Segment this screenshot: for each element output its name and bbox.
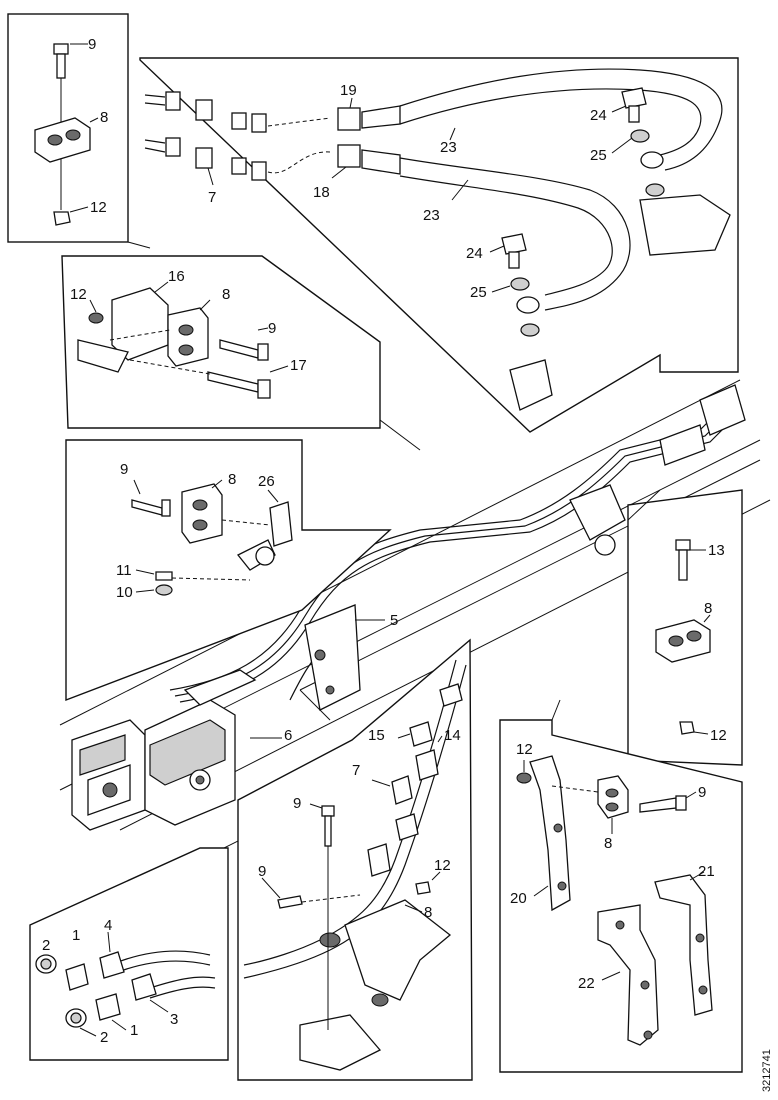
callout-12: 12	[434, 857, 451, 874]
callout-16: 16	[168, 268, 185, 285]
callout-14: 14	[444, 727, 461, 744]
valve-cluster-right	[569, 384, 746, 556]
document-number: 3212741	[761, 1049, 773, 1092]
inset-brackets-20-22: 12 9 8 20 21 22	[499, 699, 743, 1073]
callout-2: 2	[42, 937, 50, 954]
callout-17: 17	[290, 357, 307, 374]
brake-valve-left	[71, 719, 146, 831]
callout-12: 12	[70, 286, 87, 303]
callout-9: 9	[120, 461, 128, 478]
callout-23-lower: 23	[423, 207, 440, 224]
callout-4: 4	[104, 917, 112, 934]
inset-bracket-26: 9 8 26 11 10	[65, 439, 392, 702]
callout-8: 8	[228, 471, 236, 488]
callout-21: 21	[698, 863, 715, 880]
callout-9: 9	[698, 784, 706, 801]
callout-7: 7	[352, 762, 360, 779]
callout-9: 9	[268, 320, 276, 337]
callout-9: 9	[258, 863, 266, 880]
callout-8: 8	[704, 600, 712, 617]
callout-24-upper: 24	[590, 107, 607, 124]
callout-9: 9	[88, 36, 96, 53]
callout-12: 12	[710, 727, 727, 744]
callout-8: 8	[222, 286, 230, 303]
callout-23-upper: 23	[440, 139, 457, 156]
callout-9: 9	[293, 795, 301, 812]
inset-bracket-16: 12 16 8 9 17	[61, 255, 421, 451]
callout-7: 7	[208, 189, 216, 206]
inset-pipe-clamps: 15 14 7 9 12 9 8	[237, 638, 473, 1081]
brake-valve-right	[144, 669, 257, 826]
callout-8: 8	[604, 835, 612, 852]
callout-25-lower: 25	[470, 284, 487, 301]
callout-15: 15	[368, 727, 385, 744]
callout-10: 10	[116, 584, 133, 601]
callout-20: 20	[510, 890, 527, 907]
callout-24-lower: 24	[466, 245, 483, 262]
callout-19: 19	[340, 82, 357, 99]
inset-right-clamp: 13 8 12	[627, 489, 743, 766]
main-assembly-view: 5 6	[59, 379, 771, 861]
callout-8: 8	[424, 904, 432, 921]
callout-11: 11	[116, 562, 132, 579]
bracket-5	[304, 604, 361, 711]
inset-unions: 2 1 4 2 1 3	[29, 847, 229, 1061]
callout-25-upper: 25	[590, 147, 607, 164]
callout-8: 8	[100, 109, 108, 126]
callout-13: 13	[708, 542, 725, 559]
callout-1: 1	[72, 927, 80, 944]
callout-22: 22	[578, 975, 595, 992]
callout-18: 18	[313, 184, 330, 201]
inset-hoses: 19 24 25 23 7 18 23 24 25	[139, 57, 739, 433]
callout-12: 12	[516, 741, 533, 758]
inset-clamp-bolt: 9 8 12	[7, 13, 151, 249]
callout-3: 3	[170, 1011, 178, 1028]
callout-12: 12	[90, 199, 107, 216]
callout-1: 1	[130, 1022, 138, 1039]
callout-26: 26	[258, 473, 275, 490]
callout-5: 5	[390, 612, 398, 629]
callout-6: 6	[284, 727, 292, 744]
callout-2: 2	[100, 1029, 108, 1046]
